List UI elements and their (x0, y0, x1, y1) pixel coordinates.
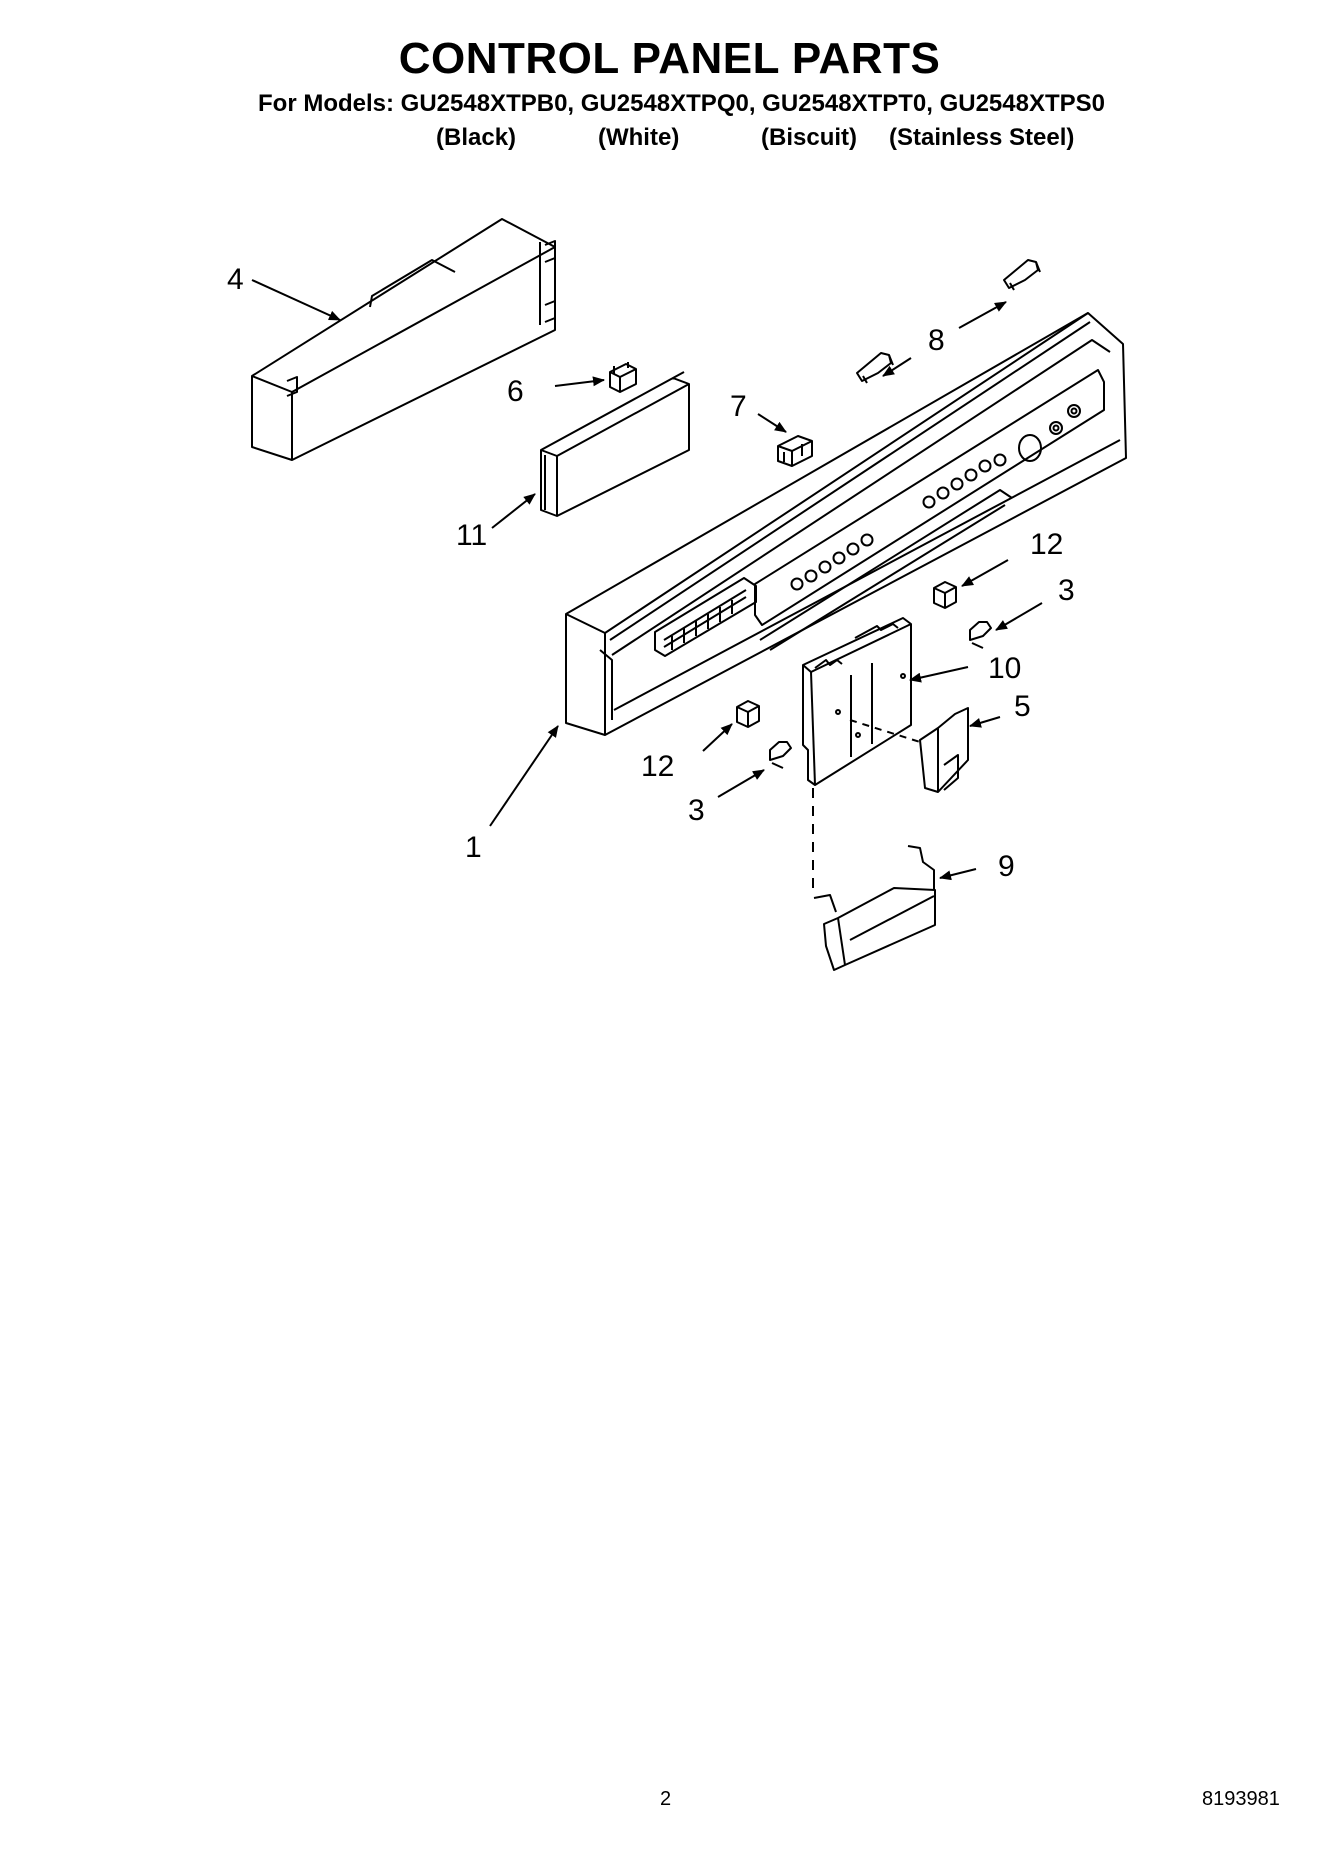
arrow-part-8a (958, 301, 1007, 329)
models-line: For Models: GU2548XTPB0, GU2548XTPQ0, GU… (258, 90, 1105, 117)
callout-4: 4 (227, 263, 244, 296)
callout-3-upper: 3 (1058, 574, 1075, 607)
document-code: 8193981 (1202, 1788, 1280, 1810)
part-1-control-panel (565, 312, 1127, 736)
model-colors: (Black) (White) (Biscuit) (Stainless Ste… (0, 124, 1339, 156)
part-11-module (540, 371, 690, 517)
arrow-part-3a (995, 602, 1043, 631)
page-number: 2 (660, 1788, 672, 1810)
arrow-part-6 (554, 376, 605, 387)
part-3-screws (769, 621, 992, 769)
part-7-bracket-clip (777, 435, 813, 467)
callout-9: 9 (998, 850, 1015, 883)
part-9-lower-bracket (813, 845, 936, 971)
callout-10: 10 (988, 652, 1021, 685)
color-black: (Black) (436, 124, 517, 151)
callout-11: 11 (456, 519, 487, 552)
arrow-part-8b (882, 357, 912, 377)
callout-1: 1 (465, 831, 482, 864)
callout-6: 6 (507, 375, 524, 408)
arrow-part-7 (757, 413, 787, 433)
part-10-mounting-bracket (802, 617, 912, 786)
part-8-screws (856, 259, 1041, 384)
arrow-part-10 (909, 666, 969, 683)
arrow-part-4 (251, 279, 341, 321)
arrow-part-5 (969, 716, 1001, 728)
callout-12-lower: 12 (641, 750, 674, 783)
color-biscuit: (Biscuit) (761, 124, 857, 151)
callout-7: 7 (730, 390, 747, 423)
callout-8: 8 (928, 324, 945, 357)
part-12-clips (736, 581, 957, 728)
page-title: CONTROL PANEL PARTS (398, 34, 941, 83)
part-4-console-cover (251, 218, 556, 461)
color-white: (White) (598, 124, 680, 151)
callout-12-upper: 12 (1030, 528, 1063, 561)
part-6-clip (609, 362, 637, 393)
part-5-support-bracket (919, 707, 969, 793)
color-stainless-steel: (Stainless Steel) (889, 124, 1075, 151)
arrow-part-12b (702, 723, 733, 752)
callout-3-lower: 3 (688, 794, 705, 827)
arrow-part-1 (489, 725, 559, 827)
leader-arrows (251, 279, 1043, 881)
arrow-part-9 (939, 868, 977, 881)
callout-5: 5 (1014, 690, 1031, 723)
arrow-part-11 (491, 493, 536, 529)
arrow-part-12a (961, 559, 1009, 587)
arrow-part-3b (717, 769, 765, 798)
